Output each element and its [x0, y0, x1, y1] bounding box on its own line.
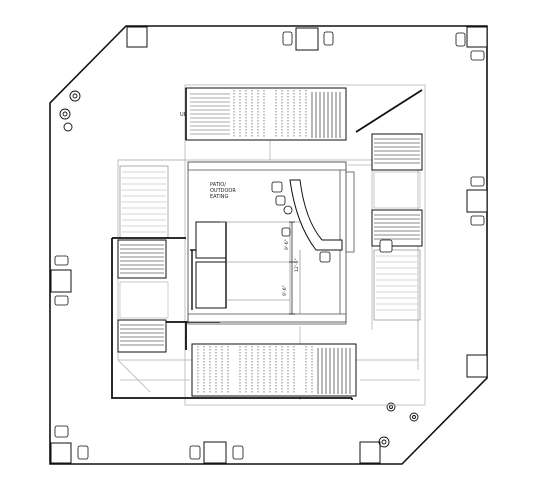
building-outline — [49, 25, 488, 465]
up-label: UP — [180, 112, 187, 118]
perimeter-columns — [50, 26, 488, 464]
dimension-bottom: 9'-6" — [282, 285, 288, 296]
perimeter-seats — [54, 31, 485, 460]
dimension-right: 12'-6" — [294, 258, 300, 272]
dimension-ticks — [289, 221, 295, 315]
patio-label-line-2: OUTDOOR — [210, 188, 236, 194]
patio-label-line-3: EATING — [210, 194, 228, 200]
right-staircase — [371, 133, 423, 321]
dimension-top: 9'-6" — [284, 239, 290, 250]
top-staircase — [185, 87, 347, 141]
bottom-staircase — [191, 343, 357, 397]
patio-furniture — [271, 181, 393, 263]
patio-label-line-1: PATIO/ — [210, 182, 226, 188]
inner-walls — [111, 89, 423, 400]
left-staircase — [117, 165, 169, 353]
central-patio — [187, 161, 355, 325]
